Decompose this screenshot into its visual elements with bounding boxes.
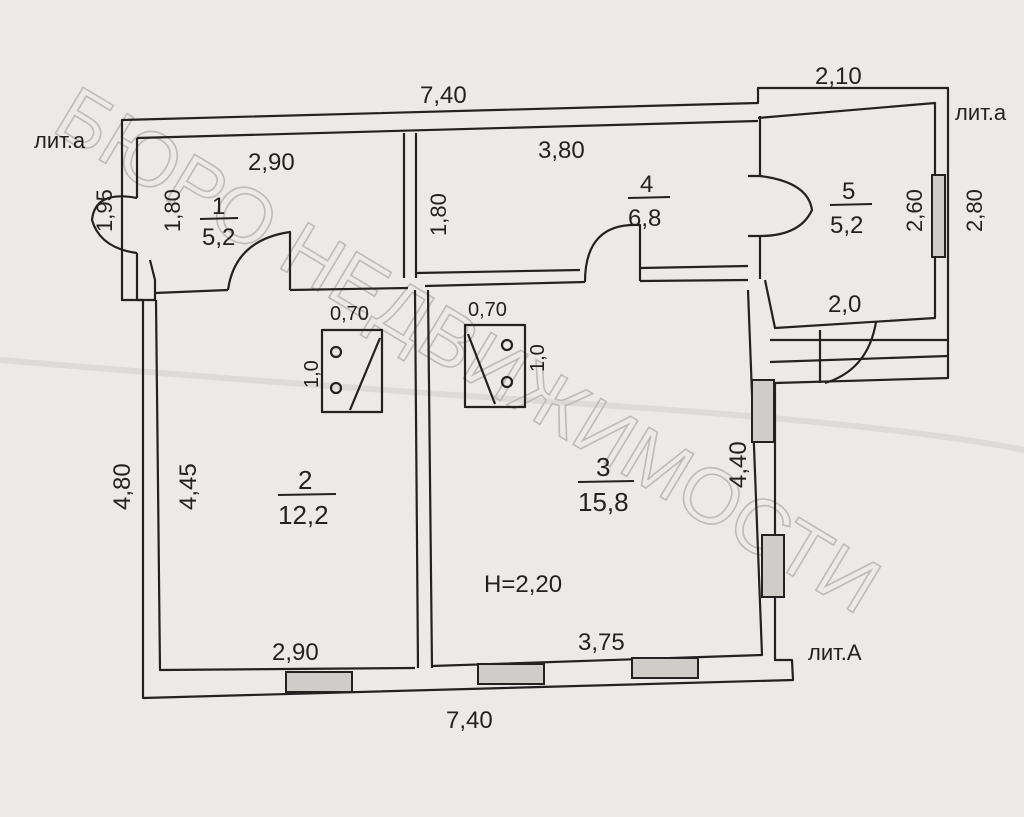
dim-stove1-width: 0,70 [330, 303, 369, 325]
window-room3-bottom-2 [631, 657, 699, 679]
room3-number: 3 [596, 452, 610, 482]
dim-room1-width: 2,90 [248, 149, 295, 176]
stove-1 [320, 328, 384, 414]
dim-room3-height: 4,40 [725, 441, 752, 488]
dim-top-right: 2,10 [815, 63, 862, 90]
dim-stove2-width: 0,70 [468, 299, 507, 321]
dim-bottom-total: 7,40 [446, 707, 493, 734]
wall-room2-3 [413, 289, 434, 669]
room2-fraction-line [277, 493, 337, 496]
letter-lit-A: лит.А [808, 640, 862, 665]
dim-left-total: 4,80 [109, 463, 136, 510]
window-room2-bottom [285, 671, 353, 693]
window-room3-lower [761, 534, 785, 598]
paper-fold [0, 357, 1024, 453]
stove-2-burner-2 [500, 375, 514, 389]
room5-number: 5 [842, 178, 855, 205]
window-room5 [931, 174, 946, 258]
stove-2-diag [466, 333, 497, 405]
room4-fraction-line [627, 196, 671, 199]
stove-1-burner-2 [329, 381, 343, 395]
letter-lit-a-left: лит.а [34, 128, 86, 153]
wall-room5-steps [769, 330, 949, 383]
wall-room1-4 [402, 133, 418, 278]
ceiling-height: H=2,20 [484, 571, 562, 598]
dim-stove2-height: 1,0 [527, 344, 549, 372]
room1-number: 1 [212, 193, 225, 220]
dim-porch-width: 1,95 [92, 189, 117, 232]
dim-room2-height: 4,45 [175, 463, 202, 510]
room1-fraction-line [199, 217, 239, 220]
room3-area: 15,8 [578, 487, 629, 517]
window-room3-upper [751, 379, 775, 443]
dim-room1-height: 1,80 [426, 193, 451, 236]
dim-room3-width: 3,75 [578, 629, 625, 656]
room1-area: 5,2 [202, 224, 235, 251]
room2-number: 2 [298, 465, 312, 495]
dim-room2-width: 2,90 [272, 639, 319, 666]
wall-1 [136, 119, 759, 140]
dim-room5-bottom: 2,0 [828, 291, 861, 318]
door-room4 [583, 223, 642, 283]
stove-1-burner-1 [329, 345, 343, 359]
room4-number: 4 [640, 171, 653, 198]
dim-room5-outer: 2,80 [962, 189, 987, 232]
dim-top-total: 7,40 [420, 82, 467, 109]
wall-room1-left [135, 138, 157, 302]
room3-fraction-line [577, 480, 635, 483]
door-room1 [226, 230, 292, 291]
dim-room4-width: 3,80 [538, 137, 585, 164]
wall-row-mid2 [415, 264, 749, 275]
stove-2 [463, 323, 527, 409]
wall-2 [757, 101, 937, 330]
room4-area: 6,8 [628, 205, 661, 232]
stove-1-diag [348, 337, 382, 411]
wall-row-mid [154, 116, 762, 295]
stove-2-burner-1 [500, 338, 514, 352]
window-room3-bottom-1 [477, 663, 545, 685]
dim-room5-inner: 2,60 [902, 189, 927, 232]
room5-fraction-line [829, 203, 873, 206]
door-room5-exit [824, 321, 878, 385]
dim-porch-height: 1,80 [160, 189, 185, 232]
room5-area: 5,2 [830, 212, 863, 239]
door-porch [90, 195, 138, 255]
letter-lit-a-right: лит.а [955, 100, 1007, 125]
dim-stove1-height: 1,0 [301, 360, 323, 388]
door-room5 [759, 174, 814, 238]
room2-area: 12,2 [278, 500, 329, 530]
